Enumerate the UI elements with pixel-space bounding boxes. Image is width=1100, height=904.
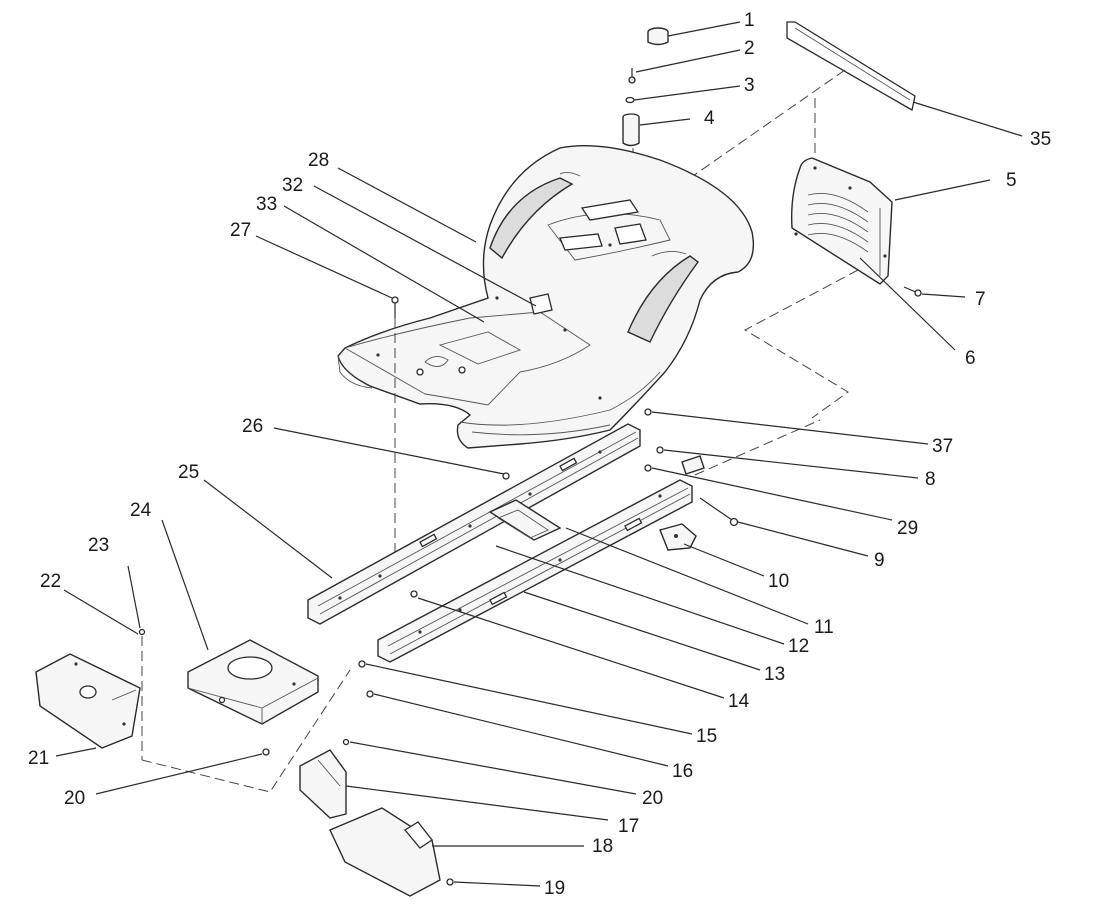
callout-10: 10 [768, 571, 789, 592]
part-screw [342, 738, 350, 746]
part-rear-panel [790, 157, 893, 285]
part-screw [446, 878, 454, 886]
callout-labels: 1 2 3 4 35 5 7 6 28 32 33 27 26 37 8 29 … [28, 10, 1051, 899]
callout-18: 18 [592, 836, 613, 857]
part-cross-bracket [488, 499, 562, 541]
part-bracket [659, 523, 697, 551]
part-nut [656, 446, 664, 454]
callout-33: 33 [256, 194, 277, 215]
callout-9: 9 [874, 550, 885, 571]
callout-15: 15 [696, 726, 717, 747]
callout-25: 25 [178, 462, 199, 483]
callout-8: 8 [925, 469, 936, 490]
part-screw [628, 68, 636, 84]
part-washer [644, 464, 652, 472]
alignment-line [141, 669, 351, 793]
leader-lines [55, 21, 1023, 887]
part-screw-long [391, 296, 399, 318]
part-hood-bracket [299, 749, 347, 819]
alignment-line [694, 419, 821, 476]
part-bolt [502, 472, 510, 480]
callout-3: 3 [744, 75, 755, 96]
alignment-line [743, 269, 859, 419]
callout-26: 26 [242, 416, 263, 437]
callout-20a: 20 [64, 788, 85, 809]
part-knob-cap [647, 27, 669, 46]
part-block [681, 455, 705, 475]
part-nut [366, 690, 374, 698]
callout-27: 27 [230, 220, 251, 241]
part-front-bracket [35, 653, 141, 749]
callout-12: 12 [788, 636, 809, 657]
callout-17: 17 [618, 816, 639, 837]
callout-19: 19 [544, 878, 565, 899]
callout-20b: 20 [642, 788, 663, 809]
part-clevis-rod [699, 497, 739, 527]
callout-7: 7 [975, 289, 986, 310]
part-bolt [358, 660, 366, 668]
callout-35: 35 [1030, 129, 1051, 150]
part-washer [625, 96, 635, 104]
callout-5: 5 [1006, 170, 1017, 191]
part-nut [262, 748, 270, 756]
part-bolt [903, 286, 922, 297]
callout-13: 13 [764, 664, 785, 685]
callout-16: 16 [672, 761, 693, 782]
callout-1: 1 [744, 10, 755, 31]
part-frame-rail-left [307, 423, 641, 625]
callout-28: 28 [308, 150, 329, 171]
callout-32: 32 [282, 175, 303, 196]
part-decal [529, 293, 553, 315]
part-screw [138, 628, 146, 636]
callout-14: 14 [728, 691, 750, 712]
part-hood-panel [329, 807, 441, 897]
callout-6: 6 [965, 348, 976, 369]
part-mounting-plate [187, 639, 319, 725]
part-bar [786, 21, 916, 112]
callout-23: 23 [88, 535, 109, 556]
callout-37: 37 [932, 436, 953, 457]
callout-2: 2 [744, 38, 755, 59]
callout-22: 22 [40, 571, 61, 592]
callout-29: 29 [897, 518, 918, 539]
callout-4: 4 [704, 108, 715, 129]
alignment-line [689, 69, 846, 179]
part-spacer-tube [622, 113, 640, 147]
part-nut [644, 408, 652, 416]
callout-21: 21 [28, 748, 49, 769]
part-nut [410, 590, 418, 598]
callout-24: 24 [130, 500, 152, 521]
callout-11: 11 [814, 617, 834, 638]
part-frame-rail-right [377, 479, 693, 663]
